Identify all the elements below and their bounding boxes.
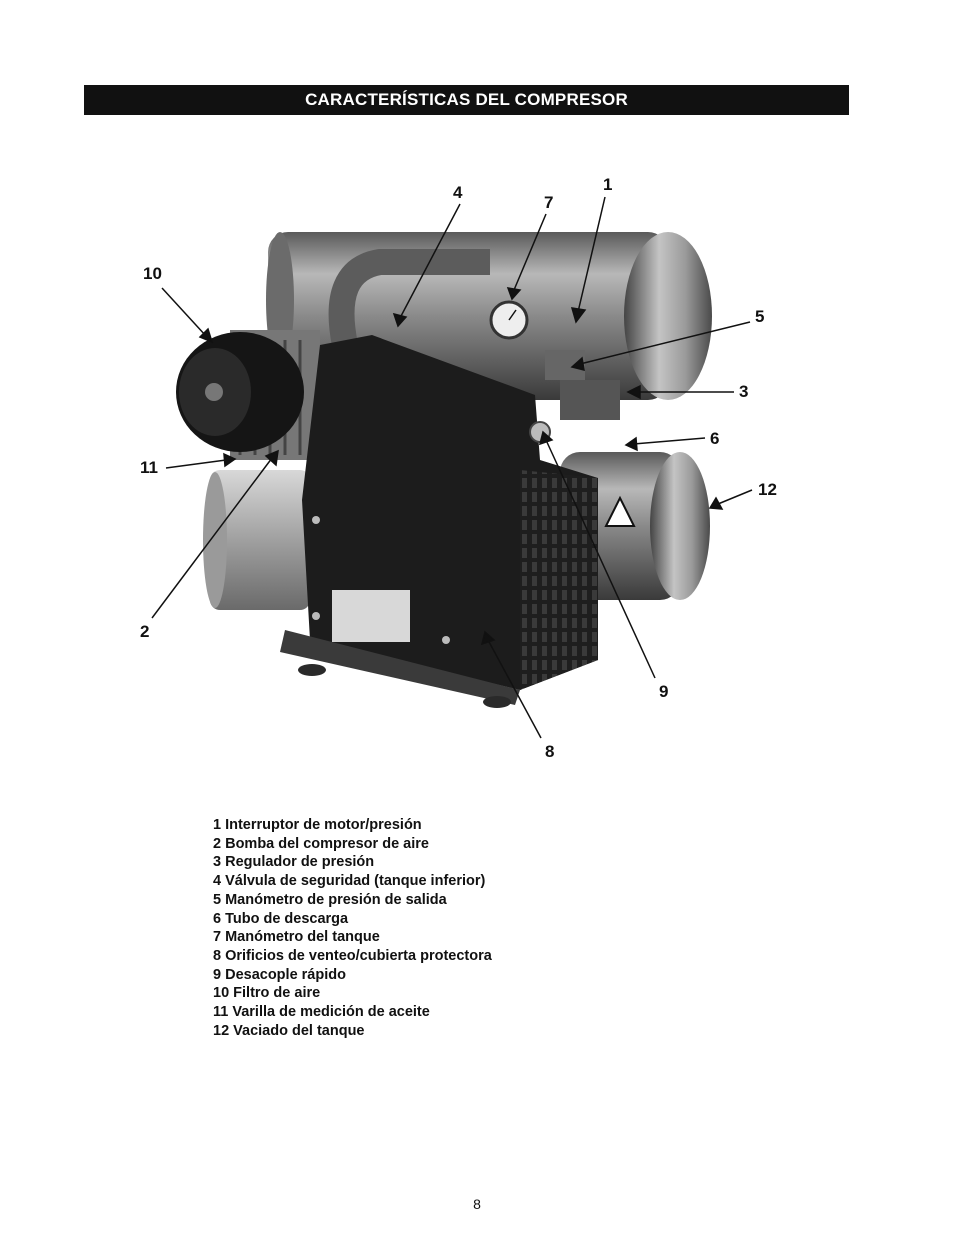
discharge-pipe [328,249,490,348]
leader-line-5 [579,321,751,365]
arrow-1-icon [570,307,587,324]
callout-8: 8 [545,742,554,761]
legend-item: 4 Válvula de seguridad (tanque inferior) [213,873,486,890]
callout-12: 12 [758,480,777,499]
callout-3: 3 [739,382,748,401]
legend-item: 11 Varilla de medición de aceite [213,1004,430,1021]
arrow-12-icon [708,496,724,510]
leader-line-7 [513,213,547,291]
parts-legend: 1 Interruptor de motor/presión 2 Bomba d… [213,816,492,1040]
tank-gauge [489,300,529,340]
arrow-9-icon [538,430,554,446]
arrow-11-icon [223,452,237,468]
motor [203,470,310,610]
arrow-6-icon [624,436,638,452]
callout-10: 10 [143,264,162,283]
callout-6: 6 [710,429,719,448]
legend-item: 12 Vaciado del tanque [213,1022,365,1039]
section-title-bar: CARACTERÍSTICAS DEL COMPRESOR [84,85,849,115]
legend-item: 1 Interruptor de motor/presión [213,817,422,833]
base [280,630,520,708]
leader-line-2 [151,457,273,619]
arrow-4-icon [392,312,408,328]
legend-item: 8 Orificios de venteo/cubierta protector… [213,947,492,964]
leader-line-4 [399,203,461,319]
callout-4: 4 [453,183,463,202]
arrow-8-icon [480,630,496,646]
page-number: 8 [473,1196,481,1212]
legend-item: 10 Filtro de aire [213,985,321,1002]
legend-item: 6 Tubo de descarga [213,910,349,927]
leader-line-11 [165,459,227,469]
arrow-5-icon [570,356,585,372]
callout-1: 1 [603,175,612,194]
shroud [302,335,598,690]
leader-line-10 [161,287,207,337]
leader-line-9 [545,439,656,679]
callout-11: 11 [140,458,158,477]
leader-line-12 [717,489,753,505]
legend-item: 3 Regulador de presión [213,854,375,871]
leader-line-1 [577,196,606,313]
callout-7: 7 [544,193,553,212]
section-title: CARACTERÍSTICAS DEL COMPRESOR [305,90,628,109]
nameplate [332,590,410,642]
arrow-10-icon [198,327,214,344]
arrow-7-icon [506,287,522,301]
callout-9: 9 [659,682,668,701]
leader-line-8 [487,639,542,739]
legend-item: 2 Bomba del compresor de aire [213,835,429,852]
arrow-3-icon [626,384,641,400]
callout-2: 2 [140,622,149,641]
leader-line-6 [633,437,706,445]
outlet-gauge [545,350,620,420]
air-filter [176,332,304,452]
arrow-2-icon [264,449,279,467]
warning-label-icon [604,495,636,527]
legend-item: 9 Desacople rápido [213,966,346,983]
legend-item: 5 Manómetro de presión de salida [213,891,447,908]
legend-item: 7 Manómetro del tanque [213,929,380,946]
callout-5: 5 [755,307,764,326]
